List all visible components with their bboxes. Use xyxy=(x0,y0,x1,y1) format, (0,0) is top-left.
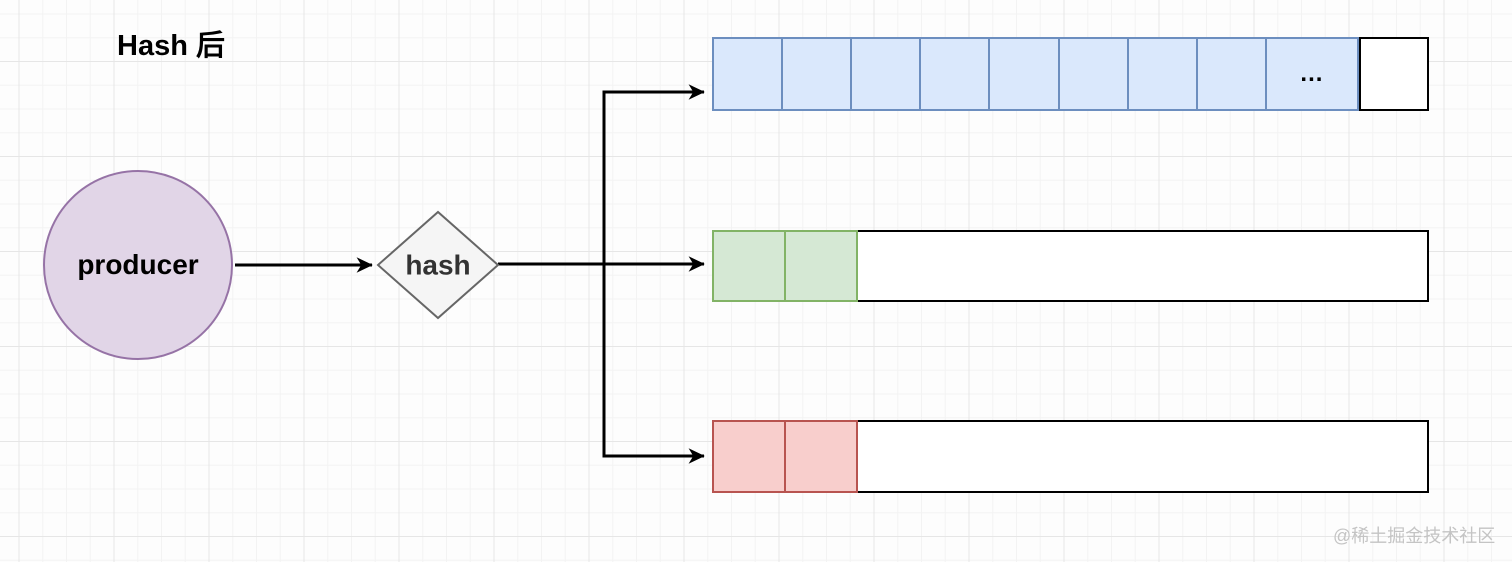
partition-1-cells: ... xyxy=(712,37,1359,111)
partition-3-cell-1 xyxy=(712,420,786,493)
partition-2-cell-2 xyxy=(784,230,858,302)
partition-1-cell-5 xyxy=(988,37,1060,111)
partition-queue-2 xyxy=(712,230,1429,302)
connector-branch-to-top-queue xyxy=(602,84,705,264)
partition-queue-1: ... xyxy=(712,37,1429,111)
partition-1-cell-3 xyxy=(850,37,922,111)
partition-3-cells xyxy=(712,420,858,493)
partition-1-empty-cell xyxy=(1359,37,1429,111)
partition-2-cell-1 xyxy=(712,230,786,302)
partition-2-cells xyxy=(712,230,858,302)
partition-1-cell-2 xyxy=(781,37,853,111)
hash-diamond-label: hash xyxy=(405,250,470,281)
partition-queue-3 xyxy=(712,420,1429,493)
partition-1-cell-1 xyxy=(712,37,784,111)
diagram-title: Hash 后 xyxy=(117,30,225,62)
connector-branch-to-bottom-queue xyxy=(602,264,705,464)
watermark: @稀土掘金技术社区 xyxy=(1333,526,1496,546)
hash-diamond-shape xyxy=(376,210,500,320)
producer-label: producer xyxy=(77,249,199,280)
partition-1-cell-ellipsis: ... xyxy=(1264,37,1359,111)
partition-1-cell-6 xyxy=(1057,37,1129,111)
partition-1-cell-7 xyxy=(1126,37,1198,111)
partition-1-cell-4 xyxy=(919,37,991,111)
partition-3-cell-2 xyxy=(784,420,858,493)
partition-1-cell-8 xyxy=(1195,37,1267,111)
producer-node: producer xyxy=(43,170,233,360)
